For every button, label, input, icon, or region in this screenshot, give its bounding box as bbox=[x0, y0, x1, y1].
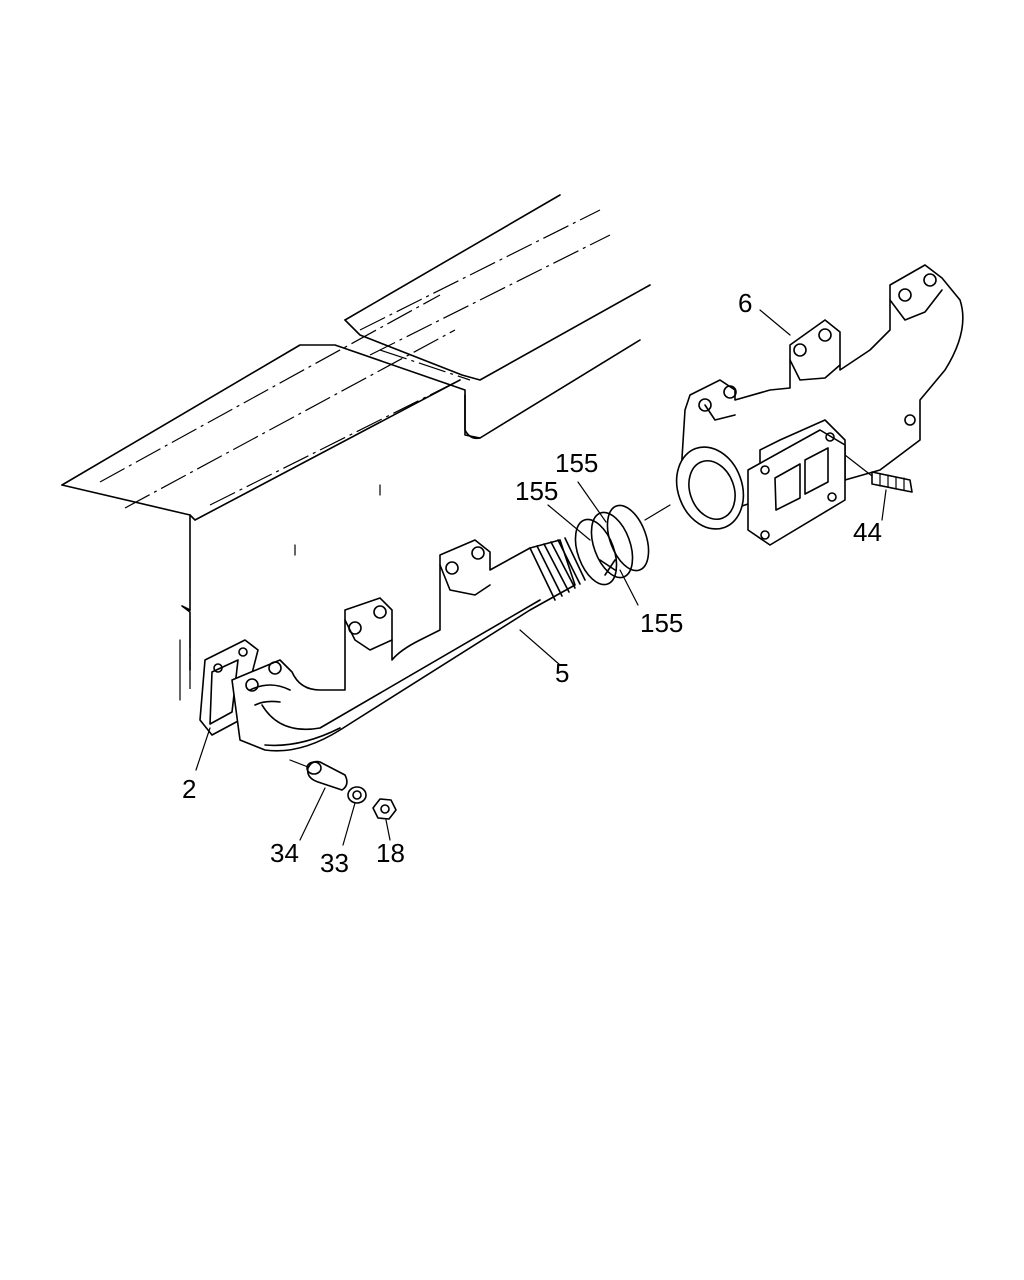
spacer-part-34[interactable] bbox=[306, 760, 348, 791]
callout-6: 6 bbox=[738, 288, 752, 318]
callout-155-bottom: 155 bbox=[640, 608, 683, 638]
callout-5: 5 bbox=[555, 658, 569, 688]
cylinder-head-outline bbox=[61, 194, 651, 701]
callout-155-top: 155 bbox=[555, 448, 598, 478]
callout-44: 44 bbox=[853, 517, 882, 547]
nut-part-18[interactable] bbox=[372, 798, 397, 820]
callout-18: 18 bbox=[376, 838, 405, 868]
callout-34: 34 bbox=[270, 838, 299, 868]
stud-part-44[interactable] bbox=[871, 471, 913, 493]
washer-part-33[interactable] bbox=[347, 786, 367, 804]
callout-2: 2 bbox=[182, 774, 196, 804]
manifold-rear-part-6[interactable] bbox=[666, 264, 964, 546]
callout-155-left: 155 bbox=[515, 476, 558, 506]
seal-rings-part-155[interactable] bbox=[567, 500, 656, 590]
manifold-front-part-5[interactable] bbox=[231, 537, 586, 752]
callout-33: 33 bbox=[320, 848, 349, 878]
leader-lines bbox=[195, 309, 887, 846]
